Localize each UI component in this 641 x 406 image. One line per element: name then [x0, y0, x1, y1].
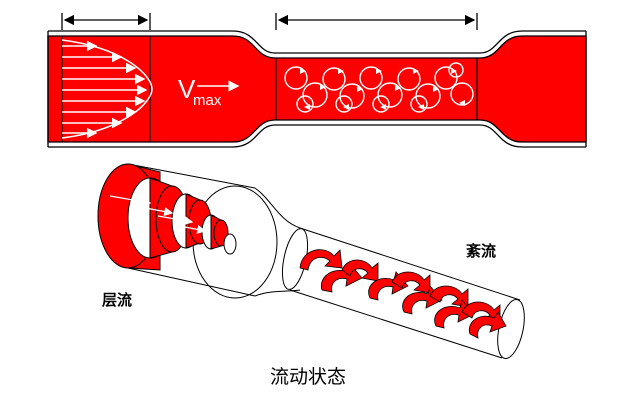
dimension-line-right: [276, 13, 477, 30]
laminar-core: [224, 234, 236, 254]
pipe-top-diagram: V max: [48, 13, 586, 147]
eddy-curved-arrow-icon: [469, 312, 506, 338]
turbulent-tube: [255, 188, 529, 361]
turbulent-eddies: [300, 250, 506, 338]
laminar-label: 层流: [102, 291, 132, 309]
vmax-subscript: max: [193, 92, 222, 109]
turbulent-label: 紊流: [466, 242, 496, 260]
diagram-caption: 流动状态: [270, 366, 346, 388]
eddy-curved-arrow-icon: [300, 250, 342, 270]
dimension-line-left: [62, 13, 150, 30]
pipe-fluid: [48, 36, 586, 142]
laminar-cylinder: [98, 164, 277, 298]
